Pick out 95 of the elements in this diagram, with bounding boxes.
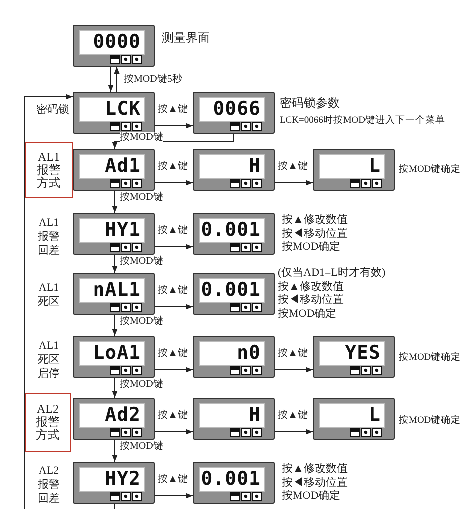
display-panel [313,336,395,378]
note-text: 按MOD确定 [282,489,341,503]
menu-label: AL1 死区启停 [37,339,61,381]
arrow [112,440,118,462]
menu-label-box [25,142,73,198]
display-reading: L [319,154,385,179]
display-panel [73,336,155,378]
arrow [24,94,74,509]
note-text: 按▲修改数值 [282,213,348,227]
display-reading: nAL1 [79,278,145,303]
edge-label: 按MOD键5秒 [124,74,182,86]
note-text: 按◀移动位置 [282,226,348,240]
display-reading: 0.001 [199,278,265,303]
note-text: 按◀移动位置 [278,293,344,307]
edge-label: 按▲键 [158,104,188,116]
arrow [154,493,194,499]
display-panel [73,273,155,315]
display-reading: 0.001 [199,467,265,492]
display-panel [193,213,275,255]
menu-label: AL1 死区 [37,281,61,309]
display-reading: n0 [199,341,265,366]
arrow [112,314,118,336]
note-text: 按◀移动位置 [282,476,348,490]
edge-label: 按▲键 [158,474,188,486]
display-panel [73,398,155,440]
arrow [154,123,194,129]
arrow [274,367,314,373]
display-panel [73,462,155,504]
display-reading: L [319,403,385,428]
edge-label: 按▲键 [278,348,308,360]
display-reading: LoA1 [79,341,145,366]
note-text: 按MOD键确定 [399,351,462,365]
arrow [154,304,194,310]
note-text: 测量界面 [162,31,210,45]
edge-label: 按▲键 [158,161,188,173]
edge-label: 按MOD键 [120,379,164,391]
arrow [154,367,194,373]
menu-label: AL2 报警方式 [35,403,61,442]
note-text: 按MOD确定 [278,306,337,320]
display-reading: YES [319,341,385,366]
display-reading: 0000 [79,30,145,55]
display-reading: Ad1 [79,154,145,179]
display-panel [73,213,155,255]
arrow [112,190,118,214]
edge-label: 按MOD键 [120,441,164,453]
note-text: (仅当AD1=L时才有效) [278,266,386,280]
edge-label: 按MOD键 [120,256,164,268]
arrow [274,429,314,435]
display-panel [193,149,275,191]
edge-label: 按MOD键 [120,316,164,328]
edge-label: 按▲键 [278,161,308,173]
menu-label: AL1 报警回差 [37,216,61,258]
arrow [154,429,194,435]
display-panel [193,398,275,440]
display-reading: HY2 [79,467,145,492]
display-panel [313,398,395,440]
display-reading: HY1 [79,218,145,243]
arrow [112,378,118,398]
arrow [114,66,120,92]
edge-label: 按▲键 [158,348,188,360]
menu-label: 密码锁 [36,103,70,117]
display-panel [193,336,275,378]
arrow [274,180,314,186]
arrow [154,244,194,250]
edge-label: 按▲键 [158,225,188,237]
arrow [112,254,118,274]
display-reading: 0.001 [199,218,265,243]
edge-label: 按▲键 [278,410,308,422]
display-reading: H [199,154,265,179]
note-text: LCK=0066时按MOD键进入下一个菜单 [280,114,446,128]
menu-label: AL2 报警回差 [37,464,61,506]
display-reading: Ad2 [79,403,145,428]
menu-label-box [25,393,71,452]
edge-label: 按▲键 [158,410,188,422]
display-panel [193,462,275,504]
arrow [154,180,194,186]
display-panel [313,149,395,191]
note-text: 按▲修改数值 [278,280,344,294]
edge-label: 按▲键 [158,285,188,297]
note-text: 按MOD确定 [282,240,341,254]
display-reading: 0066 [199,97,265,122]
edge-label: 按MOD键 [120,132,164,144]
display-panel [193,92,275,134]
display-reading: LCK [79,97,145,122]
node-label: 密码锁参数 [280,96,340,110]
menu-label: AL1 报警方式 [36,150,62,190]
edge-label: 按MOD键 [120,192,164,204]
display-panel [73,25,155,67]
display-panel [193,273,275,315]
arrow [108,66,114,92]
note-text: 按MOD键确定 [399,414,462,428]
note-text: 按MOD键确定 [399,163,462,177]
note-text: 按▲修改数值 [282,462,348,476]
display-reading: H [199,403,265,428]
display-panel [73,149,155,191]
